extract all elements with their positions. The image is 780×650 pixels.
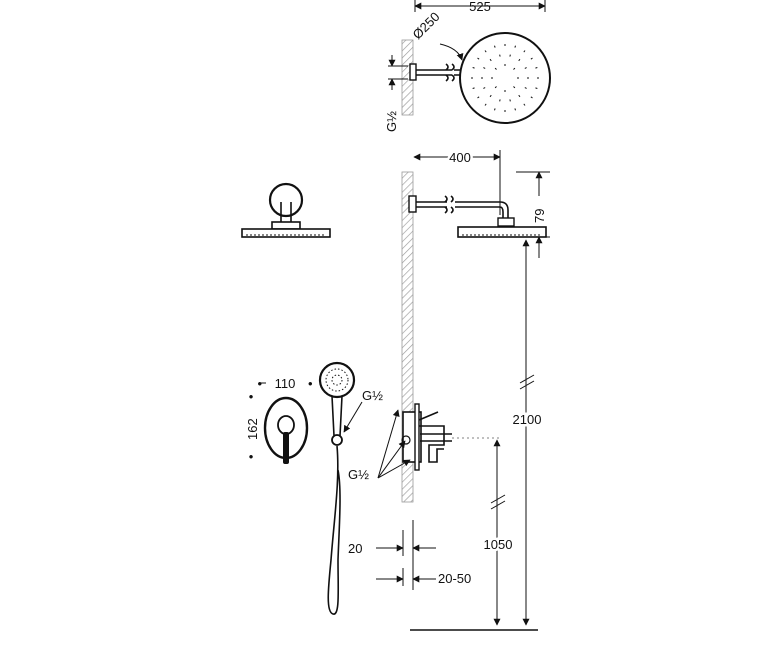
hand-shower-holder [331,434,343,446]
head-79-label: 79 [532,209,547,223]
front-view-shower-head [241,182,331,238]
mixer-lever [283,432,289,464]
svg-text:•: • [257,376,262,391]
svg-text:•: • [308,376,313,391]
wall-plate-front-view: • 110 • • 162 • [245,376,313,464]
plate-width-110-label: 110 [275,376,296,391]
hand-shower-head [318,361,356,399]
top-view-shower-head: 525 Ø250 G½ [384,0,551,132]
arm-400-label: 400 [449,150,471,165]
rain-head-side-view [457,226,547,238]
arm-thread-label: G½ [384,111,399,132]
plate-height-162-label: 162 [245,418,260,440]
handshower-thread-label: G½ [362,388,383,403]
diameter-250-label: Ø250 [410,9,443,42]
hand-shower: G½ [318,361,383,615]
valve-inlets-thread-label: G½ [348,467,369,482]
wall-section-side [401,171,414,503]
height-1050-label: 1050 [484,537,513,552]
diameter-leader [439,43,464,61]
valve-handle-section [419,425,445,463]
valve-section-view: G½ 20 20-50 [348,403,471,590]
nozzle-pattern [471,44,539,112]
svg-text:•: • [249,449,254,464]
arm-break-symbol [445,63,455,82]
wall-depth-20-label: 20 [348,541,362,556]
height-2100-label: 2100 [513,412,542,427]
embed-depth-20-50-label: 20-50 [438,571,471,586]
svg-text:•: • [249,389,254,404]
install-height-dimensions: 2100 1050 [410,239,544,631]
hose [327,445,341,615]
rain-head-top-view [459,32,551,124]
side-view-shower-arm: 400 79 [401,148,550,503]
width-525-label: 525 [469,0,491,14]
